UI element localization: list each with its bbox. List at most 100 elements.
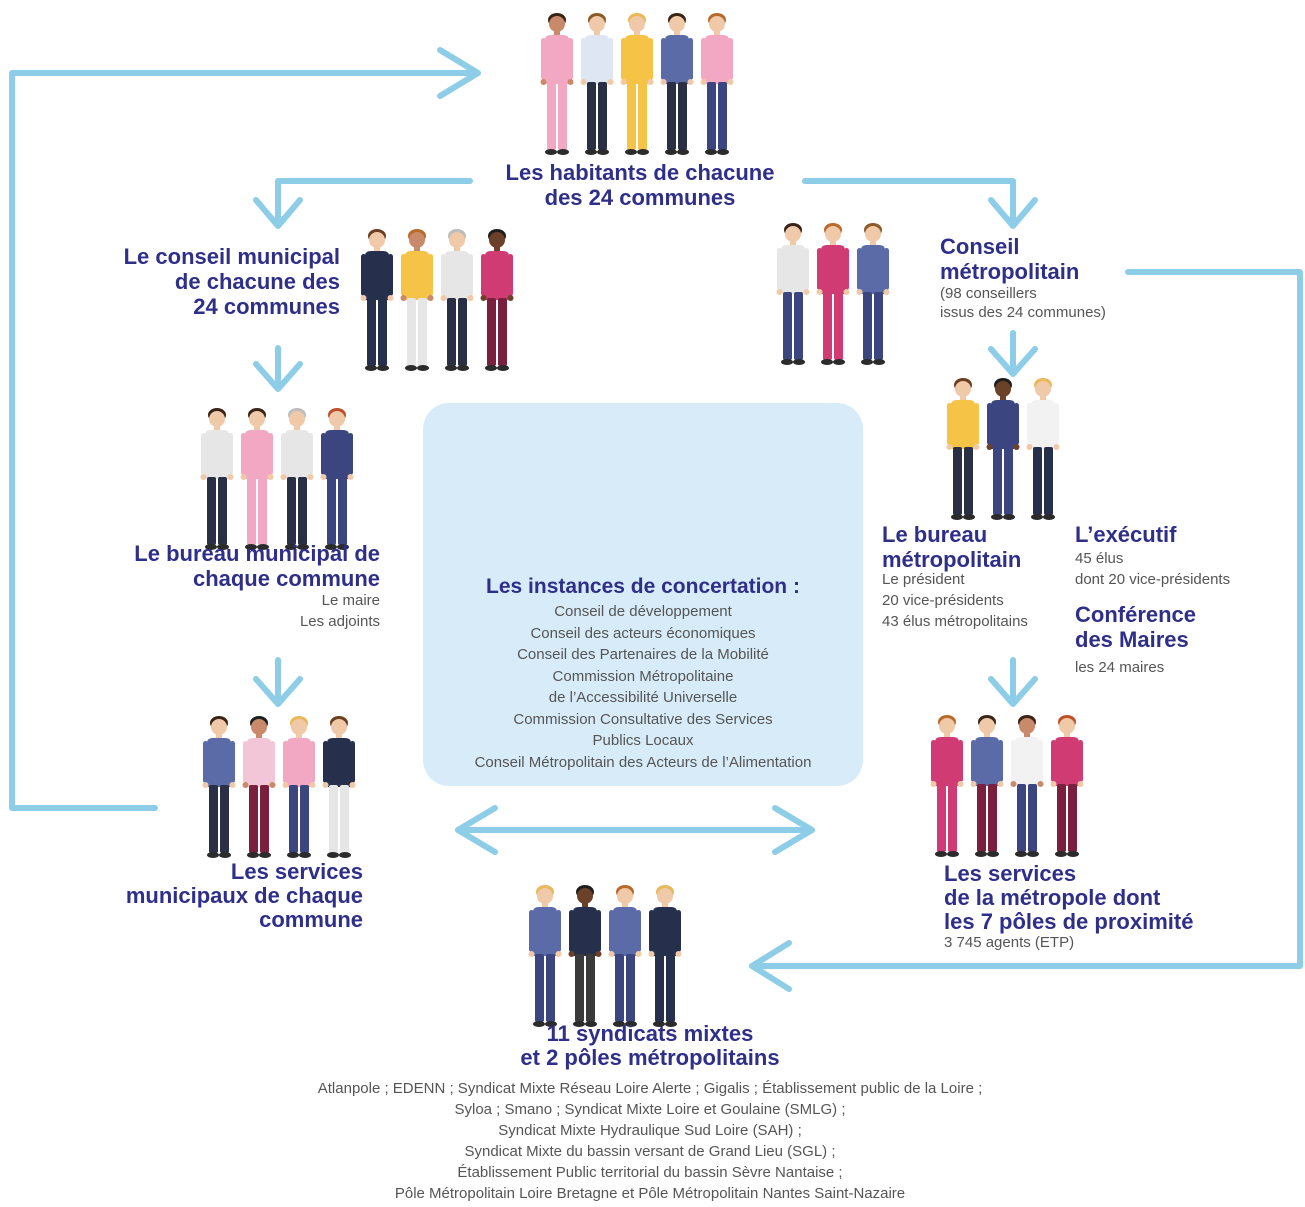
conseil-metropolitain-title-line2: métropolitain bbox=[940, 259, 1080, 284]
person-figure bbox=[200, 408, 234, 550]
bureau-metropolitain-title-line1: Le bureau bbox=[882, 522, 988, 547]
syndicats-line: Établissement Public territorial du bass… bbox=[457, 1164, 843, 1181]
person-figure bbox=[360, 229, 394, 371]
person-figure bbox=[400, 229, 434, 371]
person-figure bbox=[970, 715, 1004, 857]
bureau-municipal-title-line1: Le bureau municipal de bbox=[134, 541, 380, 566]
bureau-metropolitain-sub-line2: 20 vice-présidents bbox=[882, 592, 1004, 609]
services-municipaux-title: Les services municipaux de chaque commun… bbox=[60, 860, 363, 932]
syndicats-line: Syndicat Mixte du bassin versant de Gran… bbox=[464, 1143, 836, 1160]
habitants-title-line2: des 24 communes bbox=[544, 185, 736, 210]
services-municipaux-title-line1: Les services bbox=[230, 859, 363, 884]
person-figure bbox=[202, 716, 236, 858]
arrow-head-double-left bbox=[455, 805, 498, 855]
instances-item: Commission Métropolitaine bbox=[552, 667, 734, 685]
person-figure bbox=[580, 13, 614, 155]
person-figure bbox=[280, 408, 314, 550]
person-figure bbox=[986, 378, 1020, 520]
arrow-loop-right bbox=[749, 269, 1303, 969]
bureau-metropolitain-sub-line1: Le président bbox=[882, 571, 965, 588]
arrow-head-services-metropole bbox=[988, 676, 1038, 707]
conseil-municipal-title: Le conseil municipal de chacune des 24 c… bbox=[60, 244, 340, 319]
illustration-conseil-municipal bbox=[360, 226, 514, 374]
person-figure bbox=[1010, 715, 1044, 857]
instances-item: Conseil Métropolitain des Acteurs de l’A… bbox=[474, 753, 812, 771]
person-figure bbox=[568, 885, 602, 1027]
bureau-metropolitain-title: Le bureau métropolitain bbox=[882, 522, 1062, 572]
person-figure bbox=[776, 223, 810, 365]
services-metropole-title: Les services de la métropole dont les 7 … bbox=[944, 862, 1234, 934]
instances-item: Commission Consultative des Services bbox=[513, 710, 773, 728]
illustration-services-metropole bbox=[930, 712, 1084, 860]
services-metropole-title-line2: de la métropole dont bbox=[944, 885, 1161, 910]
syndicats-line: Pôle Métropolitain Loire Bretagne et Pôl… bbox=[394, 1185, 906, 1202]
conseil-metropolitain-sub-line2: issus des 24 communes) bbox=[940, 304, 1106, 321]
person-figure bbox=[930, 715, 964, 857]
instances-box: Les instances de concertation : Conseil … bbox=[423, 403, 863, 786]
bureau-metropolitain-sub-line3: 43 élus métropolitains bbox=[882, 613, 1028, 630]
conseil-municipal-title-line3: 24 communes bbox=[193, 294, 340, 319]
arrow-head-conseil-metropolitain bbox=[988, 197, 1038, 229]
conference-title-line2: des Maires bbox=[1075, 627, 1189, 652]
arrow-to-conseil-municipal bbox=[275, 178, 473, 225]
person-figure bbox=[946, 378, 980, 520]
person-figure bbox=[1050, 715, 1084, 857]
arrow-head-bureau-municipal bbox=[253, 361, 303, 392]
executif-subtitle: 45 élus dont 20 vice-présidents bbox=[1075, 548, 1295, 590]
syndicats-list: Atlanpole ; EDENN ; Syndicat Mixte Résea… bbox=[150, 1078, 1150, 1204]
person-figure bbox=[660, 13, 694, 155]
services-municipaux-title-line2: municipaux de chaque bbox=[125, 883, 363, 908]
bureau-metropolitain-title-line2: métropolitain bbox=[882, 547, 1022, 572]
person-figure bbox=[608, 885, 642, 1027]
conseil-metropolitain-title-line1: Conseil bbox=[940, 234, 1020, 259]
syndicats-title-line1: 11 syndicats mixtes bbox=[546, 1021, 754, 1046]
illustration-syndicats bbox=[528, 882, 682, 1030]
services-metropole-title-line1: Les services bbox=[944, 861, 1077, 886]
person-figure bbox=[282, 716, 316, 858]
syndicats-title: 11 syndicats mixtes et 2 pôles métropoli… bbox=[430, 1022, 870, 1070]
instances-item: Conseil de développement bbox=[554, 603, 732, 620]
syndicats-title-line2: et 2 pôles métropolitains bbox=[520, 1045, 780, 1070]
person-figure bbox=[816, 223, 850, 365]
syndicats-line: Atlanpole ; EDENN ; Syndicat Mixte Résea… bbox=[317, 1080, 983, 1097]
habitants-title-line1: Les habitants de chacune bbox=[505, 160, 775, 185]
person-figure bbox=[1026, 378, 1060, 520]
instances-item: Conseil des acteurs économiques bbox=[530, 624, 756, 642]
arrow-head-loop-left bbox=[437, 47, 481, 99]
person-figure bbox=[240, 408, 274, 550]
arrow-to-conseil-metropolitain bbox=[802, 178, 1016, 225]
instances-title: Les instances de concertation : bbox=[486, 575, 800, 598]
syndicats-line: Syloa ; Smano ; Syndicat Mixte Loire et … bbox=[454, 1101, 846, 1118]
services-metropole-subtitle: 3 745 agents (ETP) bbox=[944, 934, 1075, 951]
bureau-municipal-sub-line2: Les adjoints bbox=[299, 613, 380, 630]
conseil-municipal-title-line1: Le conseil municipal bbox=[123, 244, 340, 269]
conseil-metropolitain-sub-line1: (98 conseillers bbox=[940, 285, 1037, 302]
arrow-head-services-municipaux bbox=[253, 676, 303, 707]
person-figure bbox=[540, 13, 574, 155]
conseil-metropolitain-title: Conseil métropolitain bbox=[940, 234, 1140, 284]
instances-list: Conseil de développement Conseil des act… bbox=[423, 601, 863, 773]
bureau-municipal-sub-line1: Le maire bbox=[321, 592, 380, 609]
illustration-services-municipaux bbox=[202, 713, 356, 861]
executif-title: L’exécutif bbox=[1075, 522, 1177, 547]
bureau-municipal-title-line2: chaque commune bbox=[192, 566, 380, 591]
instances-item: de l’Accessibilité Universelle bbox=[548, 689, 738, 706]
arrow-head-double-right bbox=[772, 805, 815, 855]
person-figure bbox=[242, 716, 276, 858]
person-figure bbox=[528, 885, 562, 1027]
bureau-municipal-title: Le bureau municipal de chaque commune bbox=[60, 541, 380, 591]
person-figure bbox=[440, 229, 474, 371]
illustration-habitants bbox=[540, 10, 734, 158]
arrow-head-bureau-metropolitain bbox=[988, 346, 1038, 377]
person-figure bbox=[700, 13, 734, 155]
arrow-head-loop-right bbox=[749, 940, 792, 992]
bureau-metropolitain-subtitle: Le président 20 vice-présidents 43 élus … bbox=[882, 569, 1072, 632]
illustration-bureau-municipal bbox=[200, 405, 354, 553]
services-municipaux-title-line3: commune bbox=[259, 907, 363, 932]
executif-sub-line2: dont 20 vice-présidents bbox=[1075, 571, 1231, 588]
person-figure bbox=[620, 13, 654, 155]
services-metropole-title-line3: les 7 pôles de proximité bbox=[944, 909, 1194, 934]
arrow-loop-left bbox=[9, 70, 478, 811]
person-figure bbox=[320, 408, 354, 550]
